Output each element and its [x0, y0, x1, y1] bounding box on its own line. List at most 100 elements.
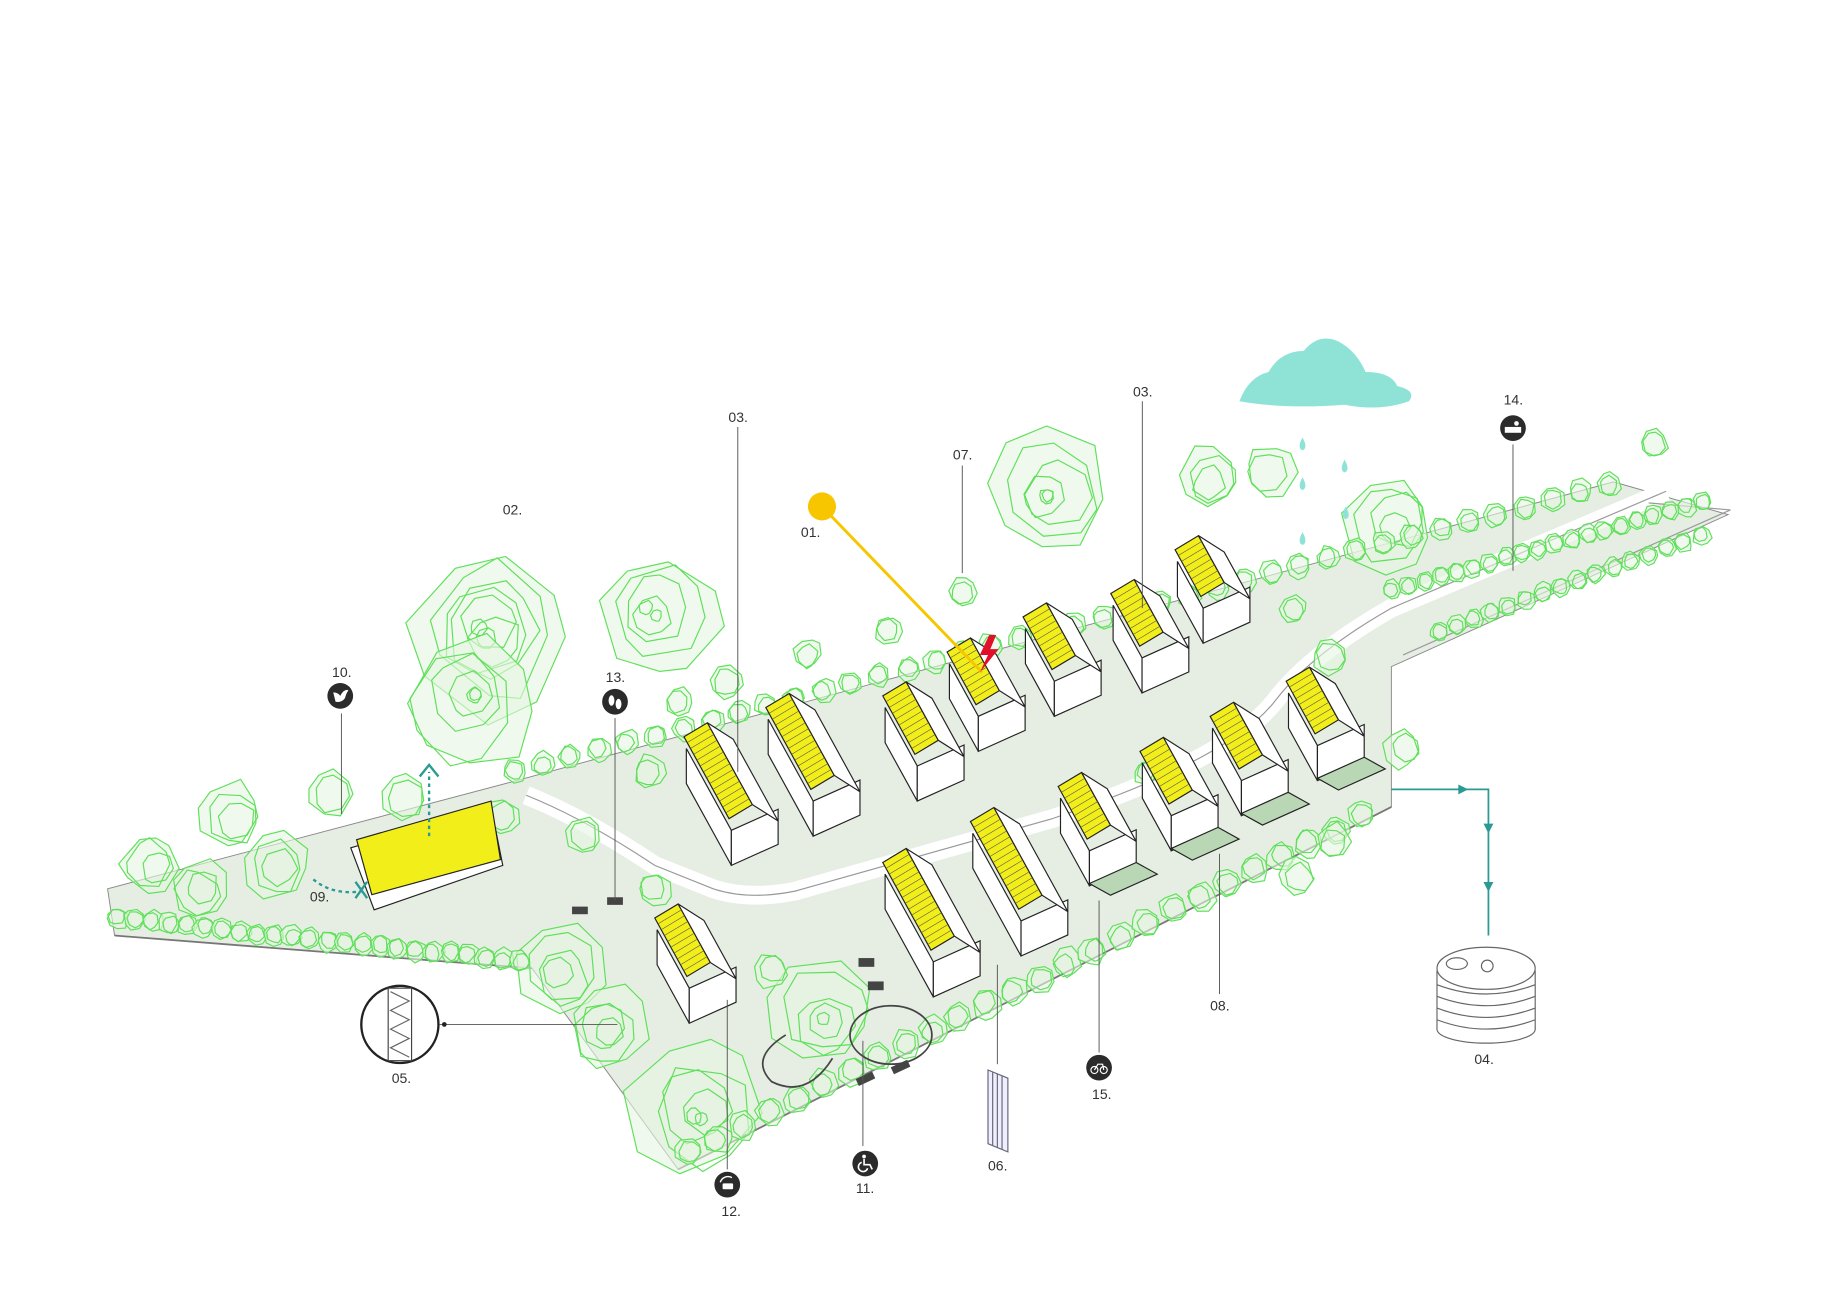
tree: [1278, 594, 1307, 624]
tree: [1178, 445, 1237, 508]
house: [1285, 666, 1387, 791]
tree: [766, 960, 871, 1059]
tree: [1313, 638, 1346, 677]
tree: [246, 923, 268, 946]
tree: [1416, 571, 1436, 592]
rain-drop-icon: [1299, 532, 1306, 546]
tree: [1657, 537, 1678, 557]
timber-panel: [987, 1069, 1009, 1153]
roof-plain: [1045, 602, 1102, 673]
tree: [942, 1001, 972, 1032]
label-04: 04.: [1474, 1051, 1493, 1067]
tree: [1479, 602, 1500, 624]
tree: [1643, 504, 1663, 526]
tree: [703, 1126, 733, 1153]
tree: [1026, 966, 1055, 994]
tree: [243, 829, 309, 900]
stormwater-flow: [1391, 784, 1494, 936]
tree: [422, 940, 446, 963]
tree: [1158, 893, 1187, 922]
tree: [1544, 532, 1564, 554]
tree: [1316, 545, 1341, 570]
tree: [1285, 552, 1310, 581]
tree: [1528, 539, 1548, 562]
sun-icon: [807, 492, 836, 521]
bird-icon: [327, 683, 354, 709]
house-gable: [1053, 659, 1102, 718]
tree: [1241, 852, 1268, 884]
house: [1109, 578, 1190, 694]
tree: [1638, 545, 1659, 567]
tree: [1562, 528, 1581, 549]
tree: [1381, 728, 1420, 771]
label-05: 05.: [392, 1070, 411, 1086]
tree: [892, 1028, 920, 1060]
tree: [897, 655, 921, 683]
tree: [1456, 508, 1480, 533]
tree: [333, 932, 355, 953]
tree: [1347, 800, 1374, 828]
label-14: 14.: [1504, 392, 1523, 408]
label-03-left: 03.: [728, 409, 747, 425]
house: [881, 681, 965, 802]
tree: [1569, 477, 1592, 503]
tree: [381, 772, 425, 822]
tree: [123, 908, 146, 931]
tree: [709, 664, 744, 701]
terrace: [1088, 861, 1159, 896]
house: [881, 847, 981, 998]
tree: [210, 917, 233, 941]
tree: [117, 836, 180, 895]
sun-ray: [820, 505, 984, 674]
house: [653, 903, 737, 1025]
tree: [406, 632, 533, 767]
tree: [1258, 559, 1283, 586]
roof-plain: [905, 681, 965, 758]
house-gable: [932, 939, 981, 998]
tree: [229, 920, 253, 943]
house-gable: [1020, 898, 1069, 957]
label-01: 01.: [801, 524, 820, 540]
roof-plain: [677, 903, 737, 980]
tree: [386, 937, 408, 960]
tree: [1621, 550, 1641, 571]
tree: [867, 662, 889, 688]
tree: [1586, 564, 1607, 585]
tree: [1661, 501, 1680, 521]
tree: [792, 639, 822, 670]
bus-icon: [1500, 415, 1526, 441]
tree: [1692, 526, 1713, 546]
rain-drop-icon: [1342, 506, 1349, 520]
tree: [1513, 496, 1536, 521]
tree: [1077, 937, 1107, 966]
tree: [1247, 448, 1299, 498]
tree: [353, 931, 374, 957]
tree: [509, 949, 531, 972]
label-11: 11.: [856, 1180, 874, 1196]
tree: [863, 1041, 892, 1071]
house-gable: [1202, 586, 1251, 645]
house-gable: [916, 744, 965, 802]
rain-drops: [1299, 437, 1349, 546]
tree: [837, 672, 862, 696]
tree: [1399, 524, 1424, 550]
tree: [1677, 497, 1698, 518]
tree: [515, 922, 607, 1015]
rain-drop-icon: [1341, 459, 1348, 473]
tree: [1566, 569, 1588, 590]
tree: [1462, 559, 1481, 580]
tree: [1465, 608, 1484, 629]
tree: [1106, 921, 1136, 951]
tree: [1480, 553, 1499, 574]
tree: [1398, 576, 1418, 596]
tree: [1052, 945, 1083, 979]
house-gable: [1141, 635, 1190, 694]
tree: [811, 677, 837, 704]
house: [1209, 701, 1311, 826]
tree: [317, 931, 339, 955]
tree: [1596, 470, 1623, 497]
tree: [729, 1109, 757, 1142]
tree: [639, 874, 672, 907]
bicycle-icon: [1086, 1054, 1112, 1081]
